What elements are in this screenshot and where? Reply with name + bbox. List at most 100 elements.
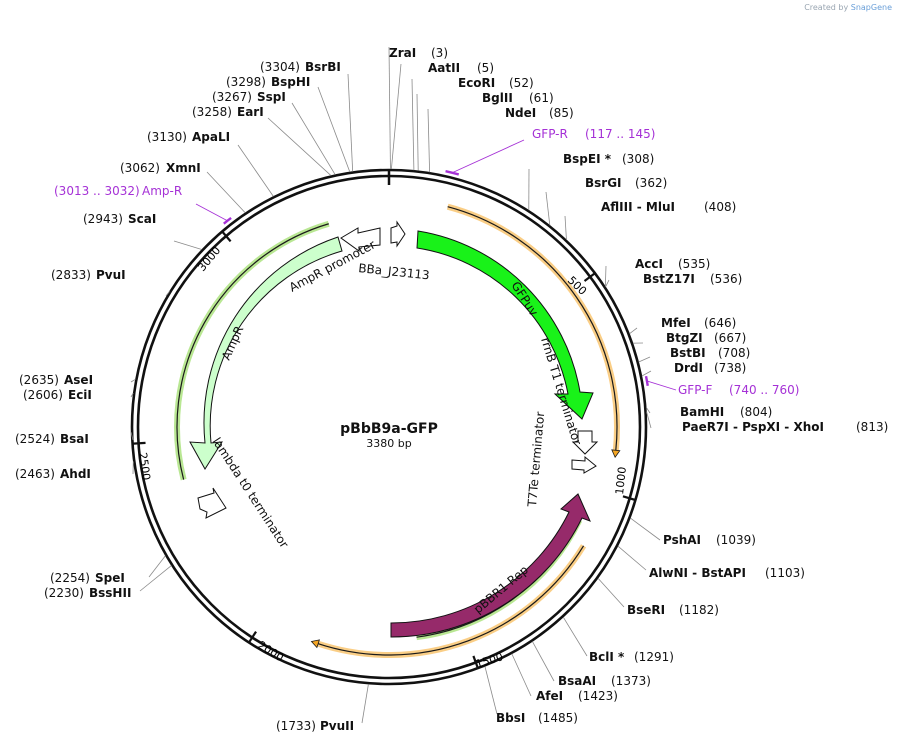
site-label: XmnI [166, 161, 201, 175]
site-position: (2463) [15, 467, 55, 481]
tick-mark [131, 441, 146, 445]
site-paer7i-pspxi-xhoi[interactable]: PaeR7I - PspXI - XhoI(813) [682, 420, 888, 434]
site-leader-line [361, 684, 369, 724]
site-leader-line [638, 356, 651, 363]
feature-ampr-promoter-arrow[interactable] [340, 227, 381, 252]
feature-lambda-t0-terminator-arrow[interactable] [197, 487, 227, 519]
feature-label-t7te: T7Te terminator [525, 411, 547, 508]
feature-ampr-arrow[interactable] [189, 236, 343, 470]
feature-t7te-terminator-arrow[interactable] [571, 455, 597, 474]
site-bglii[interactable]: BglII(61) [482, 91, 554, 105]
site-position: (536) [710, 272, 742, 286]
site-leader-line [317, 86, 351, 173]
site-position: (708) [718, 346, 750, 360]
site-position: (535) [678, 257, 710, 271]
site-bspei[interactable]: BspEI *(308) [563, 152, 654, 166]
feature-pbbr1-rep-arrow[interactable] [390, 493, 591, 638]
site-label: BsaAI [558, 674, 596, 688]
site-leader-line [139, 565, 172, 592]
site-position: (1423) [578, 689, 618, 703]
site-leader-line [206, 171, 246, 214]
site-position: (667) [714, 331, 746, 345]
site-labels: ZraI(3) AatII(5) EcoRI(52) BglII(61) Nde… [15, 46, 888, 733]
site-bbsi[interactable]: BbsI(1485) [496, 711, 578, 725]
site-bsrbi[interactable]: (3304)BsrBI [260, 60, 341, 74]
tick-mark [247, 630, 257, 644]
site-label: EcoRI [458, 76, 495, 90]
primer-gfp-f[interactable]: GFP-F(740 .. 760) [678, 383, 799, 397]
site-leader-line [604, 265, 607, 287]
site-label: SpeI [95, 571, 125, 585]
site-leader-line [562, 617, 588, 657]
site-aatii[interactable]: AatII(5) [428, 61, 494, 75]
feature-gfpuv-arrow[interactable] [416, 230, 594, 420]
site-bstbi[interactable]: BstBI(708) [670, 346, 750, 360]
backbone-outer [130, 168, 648, 686]
site-zrai[interactable]: ZraI(3) [389, 46, 448, 60]
site-afei[interactable]: AfeI(1423) [536, 689, 618, 703]
site-ecii[interactable]: (2606) EciI [23, 388, 92, 402]
site-bsaai[interactable]: BsaAI (1373) [558, 674, 651, 688]
site-drdi[interactable]: DrdI(738) [674, 361, 746, 375]
site-apali[interactable]: (3130)ApaLI [147, 130, 230, 144]
site-eari[interactable]: (3258)EarI [192, 105, 264, 119]
site-position: (2254) [50, 571, 90, 585]
site-pvuii[interactable]: (1733)PvuII [276, 719, 354, 733]
snapgene-branding: Created by SnapGene [804, 3, 892, 12]
site-bamhi[interactable]: BamHI(804) [680, 405, 772, 419]
site-ndei[interactable]: NdeI(85) [505, 106, 574, 120]
site-label: ZraI [389, 46, 416, 60]
site-acci[interactable]: AccI(535) [635, 257, 710, 271]
site-asei[interactable]: (2635)AseI [19, 373, 93, 387]
site-label: AflIII - MluI [601, 200, 675, 214]
site-afliii-mlui[interactable]: AflIII - MluI(408) [601, 200, 736, 214]
site-bseri[interactable]: BseRI(1182) [627, 603, 719, 617]
site-ahdi[interactable]: (2463)AhdI [15, 467, 91, 481]
site-leader-line [630, 517, 661, 541]
site-scai[interactable]: (2943)ScaI [83, 212, 156, 226]
site-leader-line [267, 117, 332, 176]
orf-rep-outer-line [317, 545, 585, 656]
site-pshai[interactable]: PshAI(1039) [663, 533, 756, 547]
site-bsshii[interactable]: (2230)BssHII [44, 586, 131, 600]
site-label: BsrGI [585, 176, 622, 190]
site-position: (2635) [19, 373, 59, 387]
primer-bar-gfp-r [445, 170, 460, 176]
site-pvui[interactable]: (2833)PvuI [51, 268, 126, 282]
site-label: PshAI [663, 533, 701, 547]
site-leader-line [388, 46, 391, 170]
site-label: BssHII [89, 586, 131, 600]
site-spei[interactable]: (2254) SpeI [50, 571, 125, 585]
primer-label: GFP-R [532, 127, 568, 141]
tick-mark [220, 230, 232, 243]
site-alwni-bstapi[interactable]: AlwNI - BstAPI(1103) [649, 566, 805, 580]
feature-bba-j23113-arrow[interactable] [390, 220, 406, 248]
site-bcli[interactable]: BclI *(1291) [589, 650, 674, 664]
site-position: (1182) [679, 603, 719, 617]
primer-gfp-r[interactable]: GFP-R(117 .. 145) [532, 127, 655, 141]
plasmid-length: 3380 bp [366, 437, 411, 450]
site-bsai[interactable]: (2524)BsaI [15, 432, 89, 446]
site-position: (1291) [634, 650, 674, 664]
site-leader-line [130, 432, 134, 441]
site-position: (804) [740, 405, 772, 419]
feature-rrnb-t1-terminator-arrow[interactable] [571, 430, 599, 455]
primer-amp-r[interactable]: (3013 .. 3032)Amp-R [54, 184, 182, 198]
site-btgzi[interactable]: BtgZI(667) [666, 331, 746, 345]
site-bstz17i[interactable]: BstZ17I(536) [643, 272, 742, 286]
site-bsrgi[interactable]: BsrGI(362) [585, 176, 667, 190]
site-xmni[interactable]: (3062) XmnI [120, 161, 201, 175]
site-leader-line [173, 240, 202, 250]
site-label: EciI [68, 388, 92, 402]
site-position: (3062) [120, 161, 160, 175]
site-position: (3304) [260, 60, 300, 74]
site-mfei[interactable]: MfeI(646) [661, 316, 736, 330]
site-sspi[interactable]: (3267)SspI [212, 90, 286, 104]
site-position: (1373) [611, 674, 651, 688]
site-position: (2606) [23, 388, 63, 402]
site-ecori[interactable]: EcoRI(52) [458, 76, 534, 90]
site-bsphi[interactable]: (3298)BspHI [226, 75, 310, 89]
site-position: (1103) [765, 566, 805, 580]
primer-bars [195, 139, 677, 391]
